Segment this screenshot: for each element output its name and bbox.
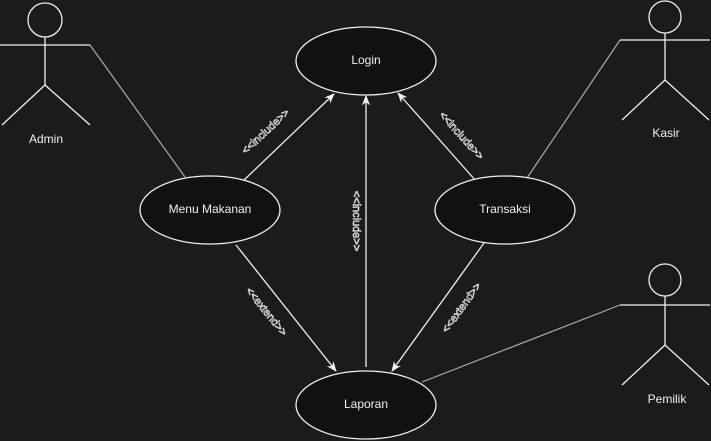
extend-arrow-menu-laporan — [235, 244, 337, 372]
use-case-login[interactable]: Login — [295, 26, 437, 96]
extend-arrow-transaksi-laporan — [391, 242, 485, 372]
actor-kasir-label: Kasir — [652, 126, 679, 140]
extend-label-transaksi-laporan: <<extend>> — [440, 281, 484, 336]
stick-figure-icon — [0, 2, 91, 126]
actor-pemilik-label: Pemilik — [648, 392, 688, 406]
actor-admin-label: Admin — [29, 132, 63, 146]
use-case-transaksi-label: Transaksi — [479, 202, 531, 216]
include-arrow-transaksi-login — [397, 92, 477, 182]
association-pemilik-laporan — [421, 304, 621, 383]
association-admin-menu — [89, 44, 186, 178]
include-label-laporan-login: <<include>> — [350, 191, 362, 252]
use-case-laporan[interactable]: Laporan — [295, 370, 437, 440]
include-arrow-menu-login — [242, 93, 335, 182]
include-label-menu-login: <<include>> — [240, 107, 292, 157]
association-kasir-transaksi — [526, 39, 621, 179]
use-case-laporan-label: Laporan — [344, 397, 388, 411]
actor-pemilik[interactable]: Pemilik — [620, 263, 710, 406]
use-case-menu-makanan[interactable]: Menu Makanan — [139, 175, 281, 245]
use-case-transaksi[interactable]: Transaksi — [434, 175, 576, 245]
actor-admin[interactable]: Admin — [0, 2, 91, 146]
include-label-transaksi-login: <<include>> — [436, 109, 485, 162]
stick-figure-icon — [620, 0, 710, 121]
extend-label-menu-laporan: <<extend>> — [243, 285, 289, 338]
stick-figure-icon — [620, 263, 710, 386]
actor-kasir[interactable]: Kasir — [620, 0, 710, 140]
use-case-login-label: Login — [351, 53, 380, 67]
use-case-menu-makanan-label: Menu Makanan — [169, 202, 252, 216]
